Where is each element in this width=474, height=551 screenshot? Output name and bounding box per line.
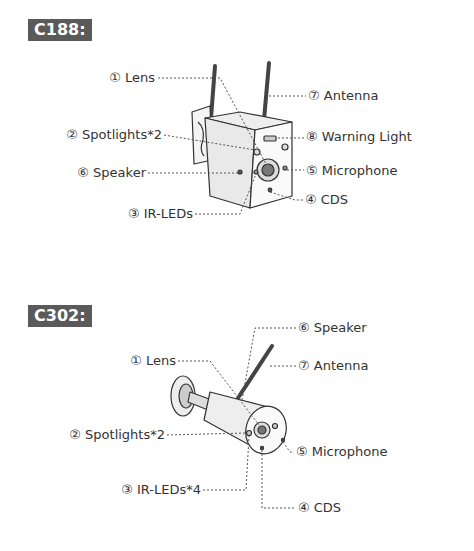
part-label: ④ CDS (298, 500, 341, 516)
heading-text: C188: (34, 20, 86, 39)
part-label: ⑧ Warning Light (306, 129, 412, 145)
part-label: ① Lens (109, 70, 155, 86)
part-label: ① Lens (130, 353, 176, 369)
part-label: ⑦ Antenna (308, 88, 378, 104)
leader-lines (148, 78, 306, 508)
model-heading: C188: (28, 19, 92, 41)
part-label: ③ IR-LEDs*4 (121, 482, 201, 498)
part-label: ④ CDS (305, 192, 348, 208)
part-label: ② Spotlights*2 (69, 427, 165, 443)
part-label: ⑥ Speaker (298, 320, 367, 336)
part-label: ⑤ Microphone (296, 444, 387, 460)
part-label: ⑥ Speaker (77, 165, 146, 181)
model-heading: C302: (28, 305, 92, 327)
part-label: ⑦ Antenna (298, 358, 368, 374)
part-label: ③ IR-LEDs (128, 206, 193, 222)
heading-text: C302: (34, 306, 86, 325)
part-label: ② Spotlights*2 (66, 127, 162, 143)
part-label: ⑤ Microphone (306, 163, 397, 179)
